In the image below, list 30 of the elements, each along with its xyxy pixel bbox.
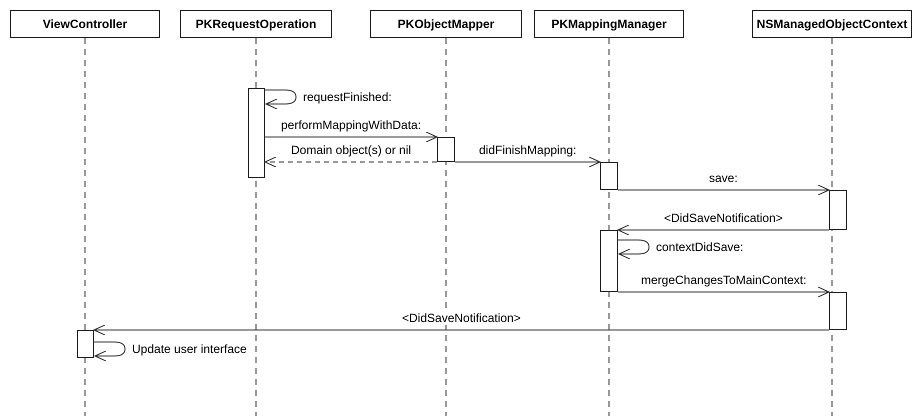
message-arrow bbox=[454, 156, 600, 168]
message-arrow bbox=[264, 156, 438, 168]
activation-bar bbox=[600, 230, 618, 292]
participant-box: NSManagedObjectContext bbox=[752, 10, 912, 38]
activation-bar bbox=[600, 162, 618, 190]
message-label: mergeChangesToMainContext: bbox=[639, 273, 808, 287]
message-label: <DidSaveNotification> bbox=[400, 311, 523, 325]
activation-bar bbox=[437, 137, 455, 162]
self-message-arrow bbox=[264, 90, 296, 110]
message-label: <DidSaveNotification> bbox=[662, 211, 785, 225]
message-arrow bbox=[618, 286, 830, 298]
participant-box: PKObjectMapper bbox=[370, 10, 522, 38]
participant-box: PKMappingManager bbox=[534, 10, 684, 38]
message-label: contextDidSave: bbox=[654, 240, 746, 254]
message-arrow bbox=[94, 324, 830, 336]
message-arrow bbox=[264, 132, 438, 142]
message-label: didFinishMapping: bbox=[477, 143, 578, 157]
self-message-arrow bbox=[94, 342, 126, 362]
participant-box: PKRequestOperation bbox=[180, 10, 332, 38]
activation-bar bbox=[829, 292, 847, 330]
activation-bar bbox=[248, 88, 265, 178]
activation-bar bbox=[77, 330, 94, 358]
message-label: Update user interface bbox=[130, 342, 249, 356]
message-arrow bbox=[618, 224, 830, 236]
participant-box: ViewController bbox=[10, 10, 160, 38]
message-label: Domain object(s) or nil bbox=[289, 143, 414, 157]
message-label: requestFinished: bbox=[301, 90, 394, 104]
self-message-arrow bbox=[618, 240, 650, 260]
message-arrow bbox=[618, 184, 830, 196]
activation-bar bbox=[829, 190, 847, 230]
